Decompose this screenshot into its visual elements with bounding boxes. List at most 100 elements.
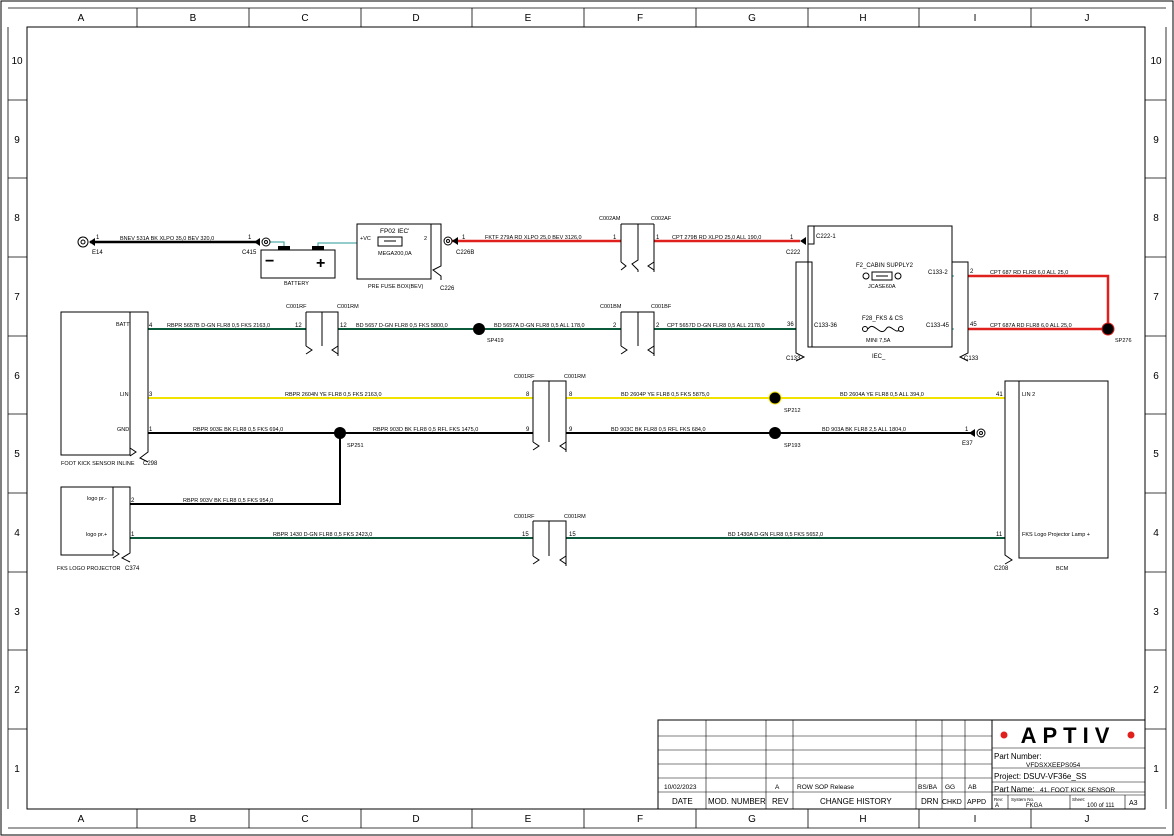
pin-label: 11 [996,532,1003,538]
pin-label: 8 [569,392,573,398]
pin-label: 15 [569,532,576,538]
grid-ticks [7,7,1167,829]
wire-label: BD 5657A D-GN FLR8 0,5 ALL 178,0 [494,323,585,329]
row-label: 3 [14,607,20,618]
col-label: E [525,814,532,825]
pin-label: 1 [96,235,100,241]
pin-label: 12 [295,323,302,329]
label-c298: C298 [143,461,158,467]
wire-label: BNEV 531A BK XLPO 35,0 BEV 320,0 [120,236,214,242]
splice-sp419 [473,323,485,335]
col-label: G [748,13,756,24]
col-label: C [301,814,308,825]
logo-dot-left [1000,731,1008,739]
col-label: D [412,814,419,825]
row-label: 1 [14,764,20,775]
col-label: C [301,13,308,24]
col-label: B [190,13,197,24]
part-name-label: Part Name: [994,785,1034,794]
splice-sp193 [769,427,781,439]
pin-lin2: LIN 2 [1022,392,1035,398]
label-sp193: SP193 [784,443,801,449]
col-label: D [412,13,419,24]
row-labels: 10 9 8 7 6 5 4 3 2 1 10 9 8 7 6 5 4 3 2 … [11,56,1162,775]
label-cabin-fuse: F2_CABIN SUPPLY2 [856,263,914,269]
terminal-c222 [800,237,806,245]
row-label: 8 [1153,213,1159,224]
row-label: 4 [14,528,20,539]
col-label: A [78,13,85,24]
label-c001rm: C001RM [564,374,586,380]
col-label: F [637,814,643,825]
inline-connector-c001-batt [305,311,339,356]
header-rev: REV [772,797,789,806]
col-label: J [1085,814,1090,825]
history-drn: BS/BA [918,784,938,791]
splice-sp276 [1101,322,1115,336]
row-label: 5 [14,449,20,460]
pin-label: 4 [149,323,153,329]
part-number: VFDSXXEEPS054 [1026,762,1081,769]
row-label: 1 [1153,764,1159,775]
label-battery: BATTERY [284,281,309,287]
pin-lin: LIN [120,392,129,398]
pin-label: 1 [656,235,660,241]
rev-value: A [995,803,999,809]
label-c133-right: C133 [964,356,979,362]
terminal-c415 [254,237,271,247]
label-c208: C208 [994,566,1009,572]
wire-label: RBPR 903V BK FLR8 0,5 FKS 954,0 [183,498,273,504]
prefuse-pin-2: 2 [424,236,427,242]
pin-label: 12 [340,323,347,329]
pin-label: 1 [965,427,969,433]
label-c002am: C002AM [599,216,621,222]
wire-label: CPT 687 RD FLR8 6,0 ALL 25,0 [990,270,1068,276]
project: Project: DSUV-VF36e_SS [994,772,1086,781]
pin-label: 41 [996,392,1003,398]
pin-label: 2 [131,498,135,504]
label-c133-2: C133-2 [928,270,948,276]
wire-label: CPT 5657D D-GN FLR8 0,5 ALL 2178,0 [667,323,765,329]
wire-label: RBPR 5657B D-GN FLR8 0,5 FKS 2163,0 [167,323,270,329]
pin-label: 15 [522,532,529,538]
label-iec: IEC_ [872,354,886,360]
pin-label: 1 [790,235,794,241]
label-e37: E37 [962,441,973,447]
wire-label: BD 1430A D-GN FLR8 0,5 FKS 5652,0 [728,532,823,538]
col-label: G [748,814,756,825]
logo-dot-right [1127,731,1135,739]
row-label: 9 [1153,135,1159,146]
label-sp251: SP251 [347,443,364,449]
row-label: 6 [14,371,20,382]
label-c226: C226 [440,286,455,292]
inline-connector-c001-logo [532,520,567,566]
label-fks-fuse-value: MINI 7,5A [866,338,891,344]
label-c222: C222 [786,250,801,256]
wire-label: RBPR 1430 D-GN FLR8 0,5 FKS 2423,0 [273,532,372,538]
sheet-size: A3 [1129,800,1138,807]
inline-connector-c001-lin [532,380,567,452]
label-c001rf: C001RF [286,304,307,310]
pin-label: 8 [526,392,530,398]
row-label: 2 [14,685,20,696]
pin-label: 9 [526,427,530,433]
inline-connector-c001b [620,311,655,356]
wire-label: BD 903C BK FLR8 0,5 RFL FKS 684,0 [611,427,706,433]
label-bcm: BCM [1056,566,1069,572]
label-e14: E14 [92,250,103,256]
wire-label: BD 903A BK FLR8 2,5 ALL 1804,0 [822,427,906,433]
pin-label: 1 [131,532,135,538]
ground-terminal-e14 [77,236,95,248]
header-date: DATE [672,797,693,806]
prefuse-pin-vc: +VC [360,236,371,242]
label-fks-inline: FOOT KICK SENSOR INLINE [61,461,135,467]
label-fks-fuse: F28_FKS & CS [862,316,903,322]
history-appd: AB [968,784,977,791]
ground-terminal-e37 [969,428,986,438]
pin-gnd: GND [117,427,129,433]
row-label: 5 [1153,449,1159,460]
wire-labels: BNEV 531A BK XLPO 35,0 BEV 320,0 FKTF 27… [120,235,1072,538]
row-label: 4 [1153,528,1159,539]
